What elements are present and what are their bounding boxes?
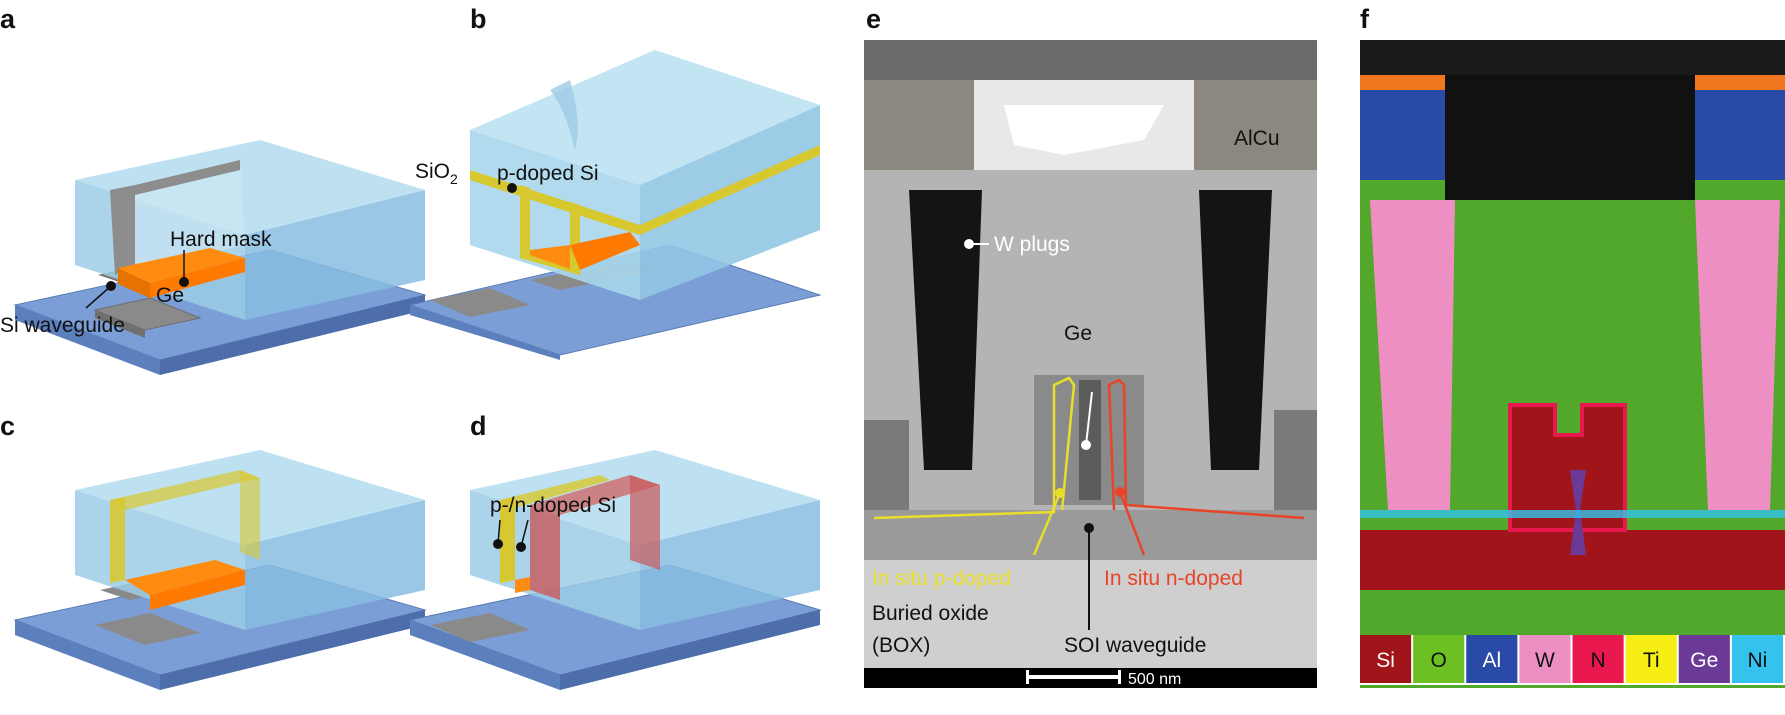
legend-label-ti: Ti (1643, 649, 1660, 672)
legend-label-ge: Ge (1690, 649, 1718, 672)
w-plugs-label: W plugs (994, 233, 1070, 256)
legend-label-ni: Ni (1748, 649, 1768, 672)
soi-label: SOI waveguide (1064, 634, 1206, 657)
legend-swatch-n (1572, 635, 1624, 683)
si-waveguide-label: Si waveguide (0, 314, 125, 337)
panel-label-c: c (0, 411, 16, 441)
ge-label-e: Ge (1064, 322, 1092, 345)
panel-label-d: d (470, 411, 487, 441)
hard-mask-label: Hard mask (170, 228, 272, 251)
legend-label-o: O (1431, 649, 1447, 672)
panel-label-a: a (0, 4, 16, 34)
pn-doped-label: p-/n-doped Si (490, 494, 616, 517)
legend-swatch-w (1519, 635, 1571, 683)
n-insitu-label: In situ n-doped (1104, 567, 1243, 590)
panel-label-b: b (470, 4, 487, 34)
legend-swatch-si (1360, 635, 1412, 683)
panel-d-diagram: p-/n-doped Si (408, 450, 822, 690)
sio2-label: SiO2 (415, 160, 458, 187)
box-label-line2: (BOX) (872, 634, 930, 657)
ge-label-a: Ge (156, 284, 184, 307)
legend-swatch-al (1466, 635, 1518, 683)
panel-label-f: f (1360, 4, 1369, 34)
panel-c-diagram (13, 450, 427, 690)
alcu-label: AlCu (1234, 127, 1280, 150)
legend-label-si: Si (1376, 649, 1395, 672)
legend-swatch-ni (1731, 635, 1784, 683)
legend-label-al: Al (1482, 649, 1501, 672)
panel-f-eds-map: Si O Al W N Ti Ge Ni (1360, 40, 1785, 688)
legend-label-n: N (1590, 649, 1605, 672)
panel-a-diagram: Hard mask Ge Si waveguide (0, 140, 427, 375)
panel-label-e: e (866, 4, 882, 34)
panel-b-diagram: SiO2 p-doped Si (408, 50, 822, 360)
p-insitu-label: In situ p-doped (872, 567, 1011, 590)
scale-label: 500 nm (1128, 671, 1181, 688)
legend-swatch-o (1413, 635, 1465, 683)
panel-e-micrograph: AlCu W plugs Ge In situ p-doped In situ … (864, 40, 1317, 688)
legend-label-w: W (1535, 649, 1555, 672)
legend-swatch-ge (1678, 635, 1730, 683)
p-doped-label-b: p-doped Si (497, 162, 599, 185)
box-label-line1: Buried oxide (872, 602, 989, 625)
legend-swatch-ti (1625, 635, 1677, 683)
